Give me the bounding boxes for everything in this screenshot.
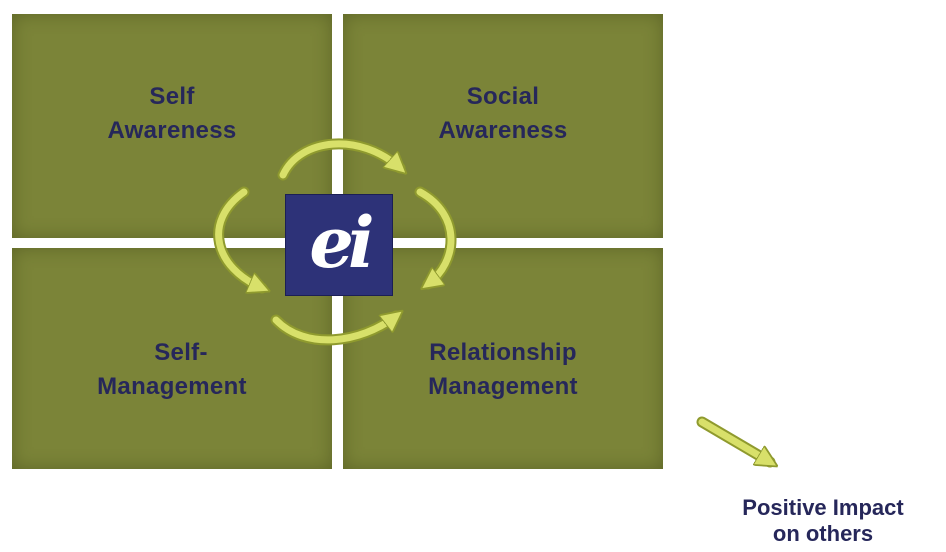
quadrant-label: Self Awareness bbox=[12, 80, 332, 148]
impact-line: on others bbox=[772, 521, 874, 546]
quadrant-social-awareness: Social Awareness bbox=[343, 14, 663, 238]
label-line: Awareness bbox=[438, 117, 568, 144]
quadrant-label: Social Awareness bbox=[343, 80, 663, 148]
quadrant-self-management: Self- Management bbox=[12, 248, 332, 469]
positive-impact-label: Positive Impact on others bbox=[700, 495, 946, 547]
label-line: Management bbox=[97, 373, 247, 400]
quadrant-self-awareness: Self Awareness bbox=[12, 14, 332, 238]
impact-line: Positive Impact bbox=[742, 495, 904, 520]
label-line: Self- bbox=[154, 339, 208, 366]
impact-arrow-icon bbox=[696, 416, 776, 468]
label-line: Self bbox=[149, 83, 195, 110]
quadrant-label: Relationship Management bbox=[343, 336, 663, 404]
label-line: Awareness bbox=[107, 117, 237, 144]
ei-logo-text: ei bbox=[309, 201, 374, 284]
label-line: Social bbox=[466, 83, 540, 110]
quadrant-label: Self- Management bbox=[12, 336, 332, 404]
ei-logo: ei bbox=[285, 194, 393, 296]
quadrant-relationship-management: Relationship Management bbox=[343, 248, 663, 469]
label-line: Management bbox=[428, 373, 578, 400]
label-line: Relationship bbox=[429, 339, 577, 366]
